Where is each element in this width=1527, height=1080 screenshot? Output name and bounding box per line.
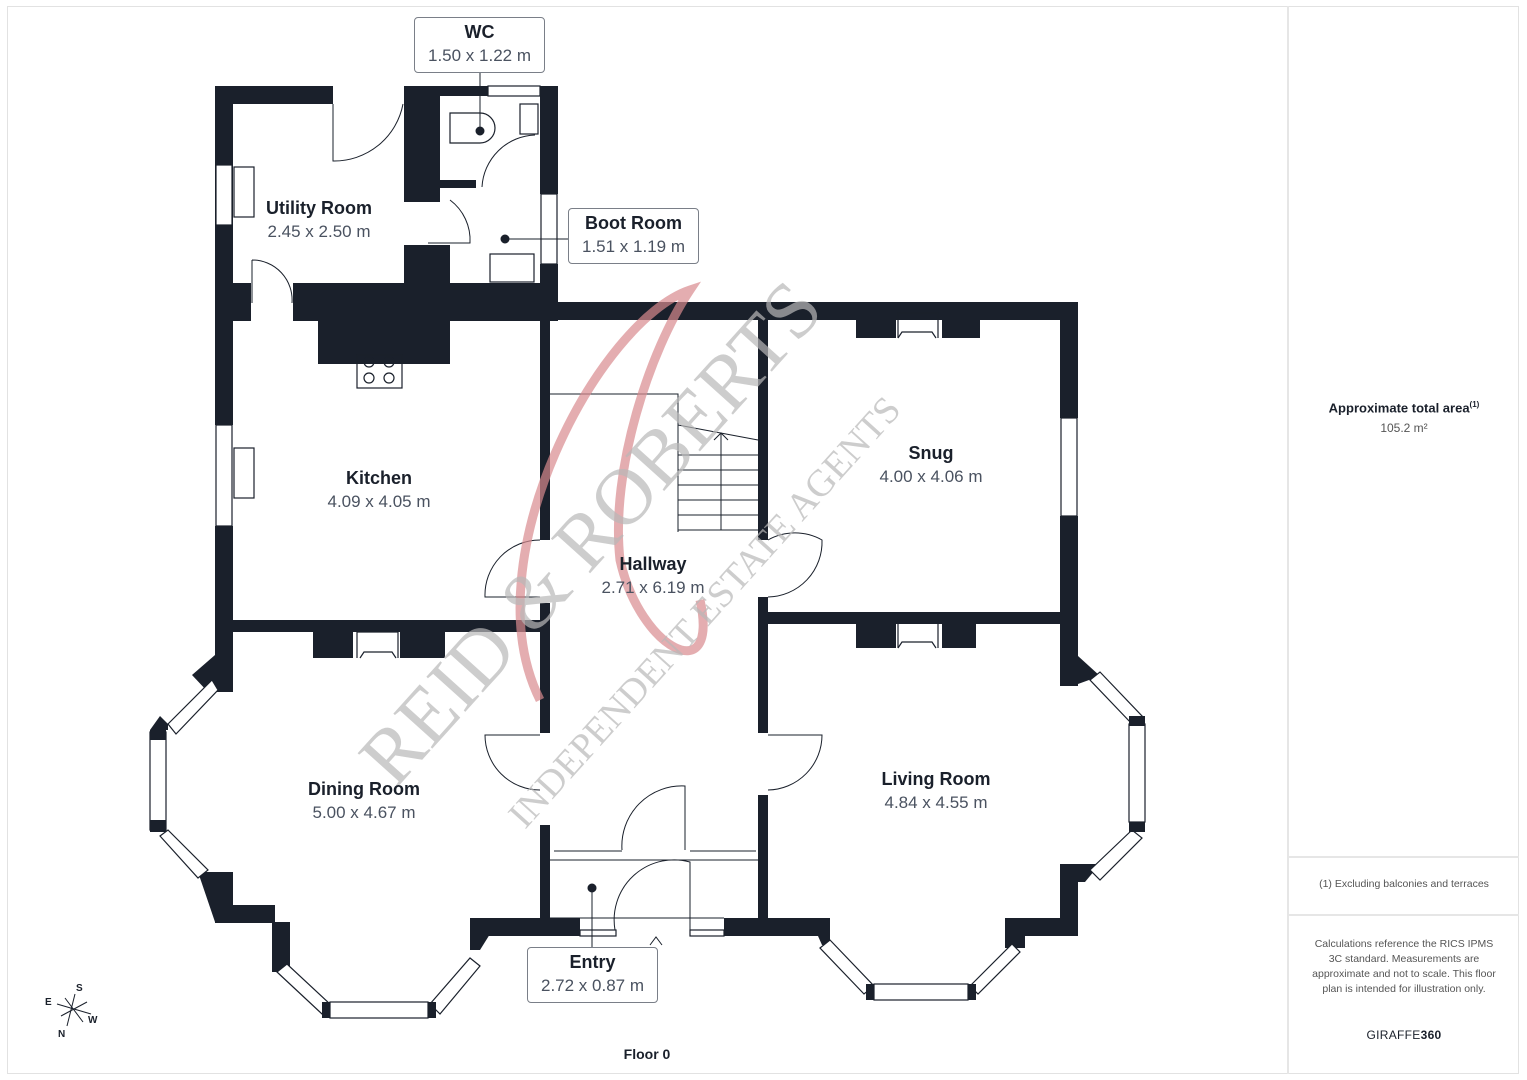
room-dimensions: 4.84 x 4.55 m [884,793,988,812]
room-boot: Boot Room 1.51 x 1.19 m [568,208,699,264]
room-dining: Dining Room 5.00 x 4.67 m [308,777,420,825]
room-name: Entry [569,952,616,972]
brand-logo: GIRAFFE360 [1366,1028,1442,1042]
windows [149,85,1146,1019]
room-entry: Entry 2.72 x 0.87 m [527,947,658,1003]
room-dimensions: 2.45 x 2.50 m [267,222,371,241]
room-dimensions: 4.09 x 4.05 m [327,492,431,511]
room-dimensions: 5.00 x 4.67 m [312,803,416,822]
floor-label: Floor 0 [623,1046,671,1062]
room-name: Dining Room [308,779,420,799]
page-frame [7,6,1519,1074]
compass-north: N [58,1029,66,1040]
room-name: Utility Room [266,198,372,218]
room-wc: WC 1.50 x 1.22 m [414,17,545,73]
fixtures [233,103,939,659]
room-name: WC [464,22,495,42]
room-name: Living Room [881,769,991,789]
stairs [550,393,759,946]
total-area: Approximate total area(1) 105.2 m² [1329,400,1480,435]
window-corners [150,716,1145,1018]
room-dimensions: 1.50 x 1.22 m [427,46,531,65]
room-hallway: Hallway 2.71 x 6.19 m [601,552,704,600]
area-title: Approximate total area(1) [1328,400,1480,416]
area-footnote: (1) Excluding balconies and terraces [1319,878,1489,890]
compass-west: W [88,1015,98,1026]
compass-east: E [45,997,52,1008]
room-dimensions: 2.71 x 6.19 m [601,578,705,597]
room-dimensions: 2.72 x 0.87 m [540,976,644,995]
sidebar-divider [1287,6,1289,1074]
room-utility: Utility Room 2.45 x 2.50 m [266,196,372,244]
disclaimer-text: Calculations reference the RICS IPMS 3C … [1312,938,1496,995]
room-snug: Snug 4.00 x 4.06 m [879,441,982,489]
sidebar-divider-1 [1289,856,1519,858]
room-dimensions: 1.51 x 1.19 m [581,237,685,256]
room-name: Hallway [619,554,687,574]
room-living: Living Room 4.84 x 4.55 m [882,767,991,815]
room-name: Snug [908,443,954,463]
area-value: 105.2 m² [1380,421,1428,436]
compass-icon [56,993,92,1027]
compass-south: S [76,983,83,994]
sidebar-divider-2 [1289,914,1519,916]
room-kitchen: Kitchen 4.09 x 4.05 m [327,466,430,514]
walls [150,86,1100,972]
room-name: Kitchen [345,468,413,488]
room-dimensions: 4.00 x 4.06 m [879,467,983,486]
callout-pins [475,72,597,948]
room-name: Boot Room [585,213,682,233]
